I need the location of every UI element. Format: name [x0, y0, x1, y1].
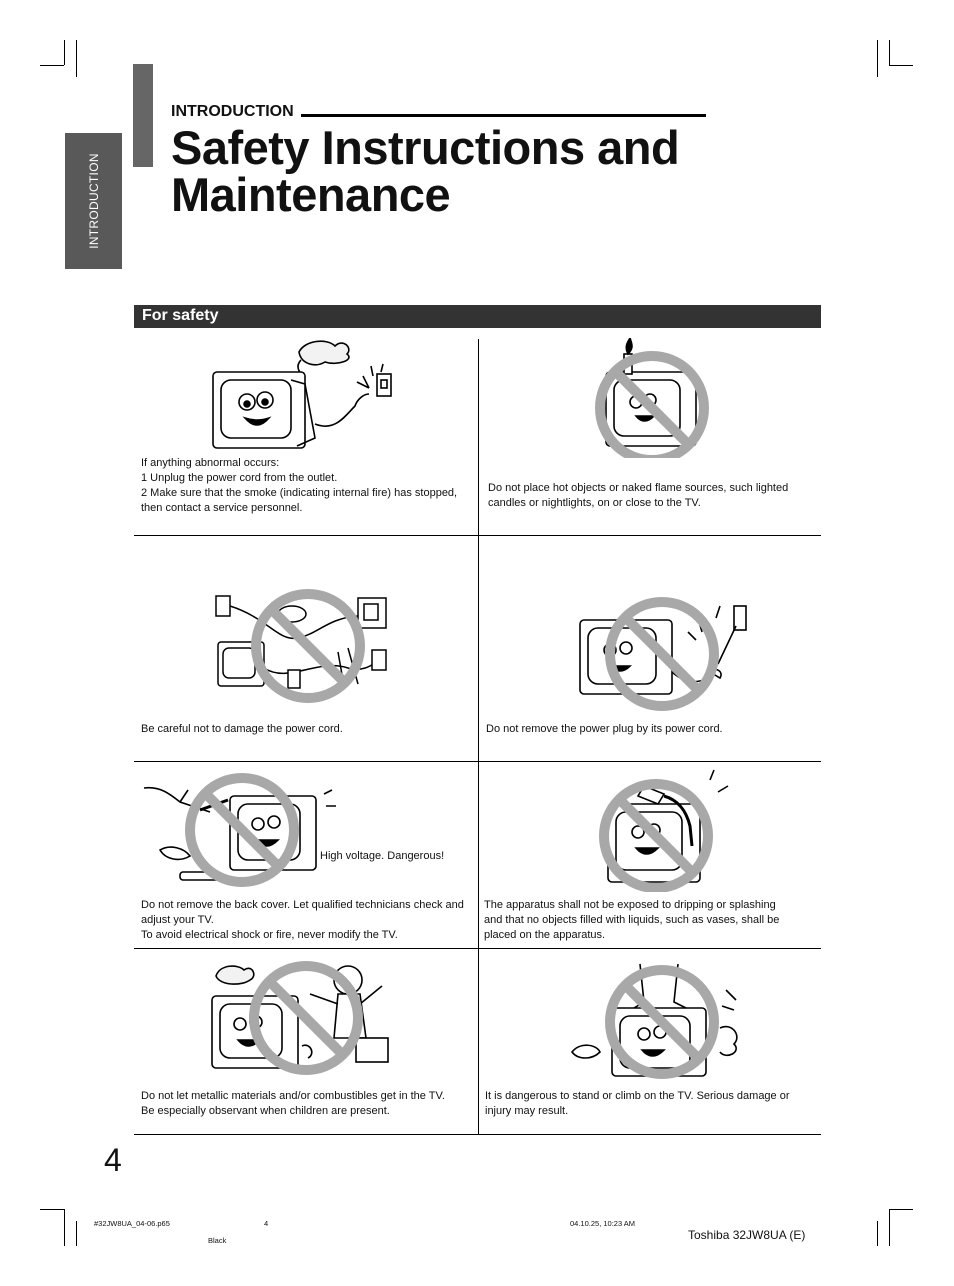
pull-plug-illustration: [579, 597, 747, 711]
grid-vertical: [478, 339, 479, 1135]
section-label: INTRODUCTION: [171, 103, 294, 120]
side-tab: INTRODUCTION: [65, 133, 122, 269]
page-title: Safety Instructions and Maintenance: [171, 121, 680, 221]
grid-row-divider: [134, 761, 821, 762]
footer-brand: Toshiba 32JW8UA (E): [688, 1228, 806, 1242]
power-cord-damage-illustration: [215, 589, 387, 703]
footer-date: 04.10.25, 10:23 AM: [570, 1219, 636, 1228]
high-voltage-note: High voltage. Dangerous!: [320, 850, 445, 862]
caption-cord: Be careful not to damage the power cord.: [141, 723, 343, 735]
footer-file: #32JW8UA_04-06.p65: [94, 1219, 170, 1228]
liquid-spill-illustration: [599, 769, 729, 892]
caption-liquid: The apparatus shall not be exposed to dr…: [484, 899, 780, 941]
footer-page: 4: [264, 1219, 269, 1228]
tv-smoke-illustration: [212, 340, 392, 449]
caption-flame: Do not place hot objects or naked flame …: [488, 482, 789, 509]
child-metal-illustration: [211, 961, 389, 1075]
grid-row-divider: [134, 535, 821, 536]
section-rule: [301, 114, 706, 117]
caption-climb: It is dangerous to stand or climb on the…: [485, 1090, 790, 1117]
grid-row-divider: [134, 1134, 821, 1135]
title-line-1: Safety Instructions and: [171, 121, 680, 174]
header-bar: [133, 64, 153, 167]
title-line-2: Maintenance: [171, 168, 451, 221]
subsection-band: For safety: [134, 305, 821, 328]
page-number: 4: [104, 1142, 122, 1178]
side-tab-label: INTRODUCTION: [86, 153, 101, 249]
climbing-tv-illustration: [570, 963, 738, 1079]
caption-abnormal: If anything abnormal occurs: 1 Unplug th…: [141, 457, 458, 514]
caption-metal: Do not let metallic materials and/or com…: [141, 1090, 445, 1117]
subsection-title: For safety: [142, 307, 219, 324]
footer-color: Black: [208, 1236, 227, 1245]
back-cover-illustration: [143, 773, 336, 887]
tv-candle-illustration: [595, 338, 709, 458]
caption-plug: Do not remove the power plug by its powe…: [486, 723, 723, 735]
grid-row-divider: [134, 948, 821, 949]
caption-cover: Do not remove the back cover. Let qualif…: [141, 899, 464, 941]
